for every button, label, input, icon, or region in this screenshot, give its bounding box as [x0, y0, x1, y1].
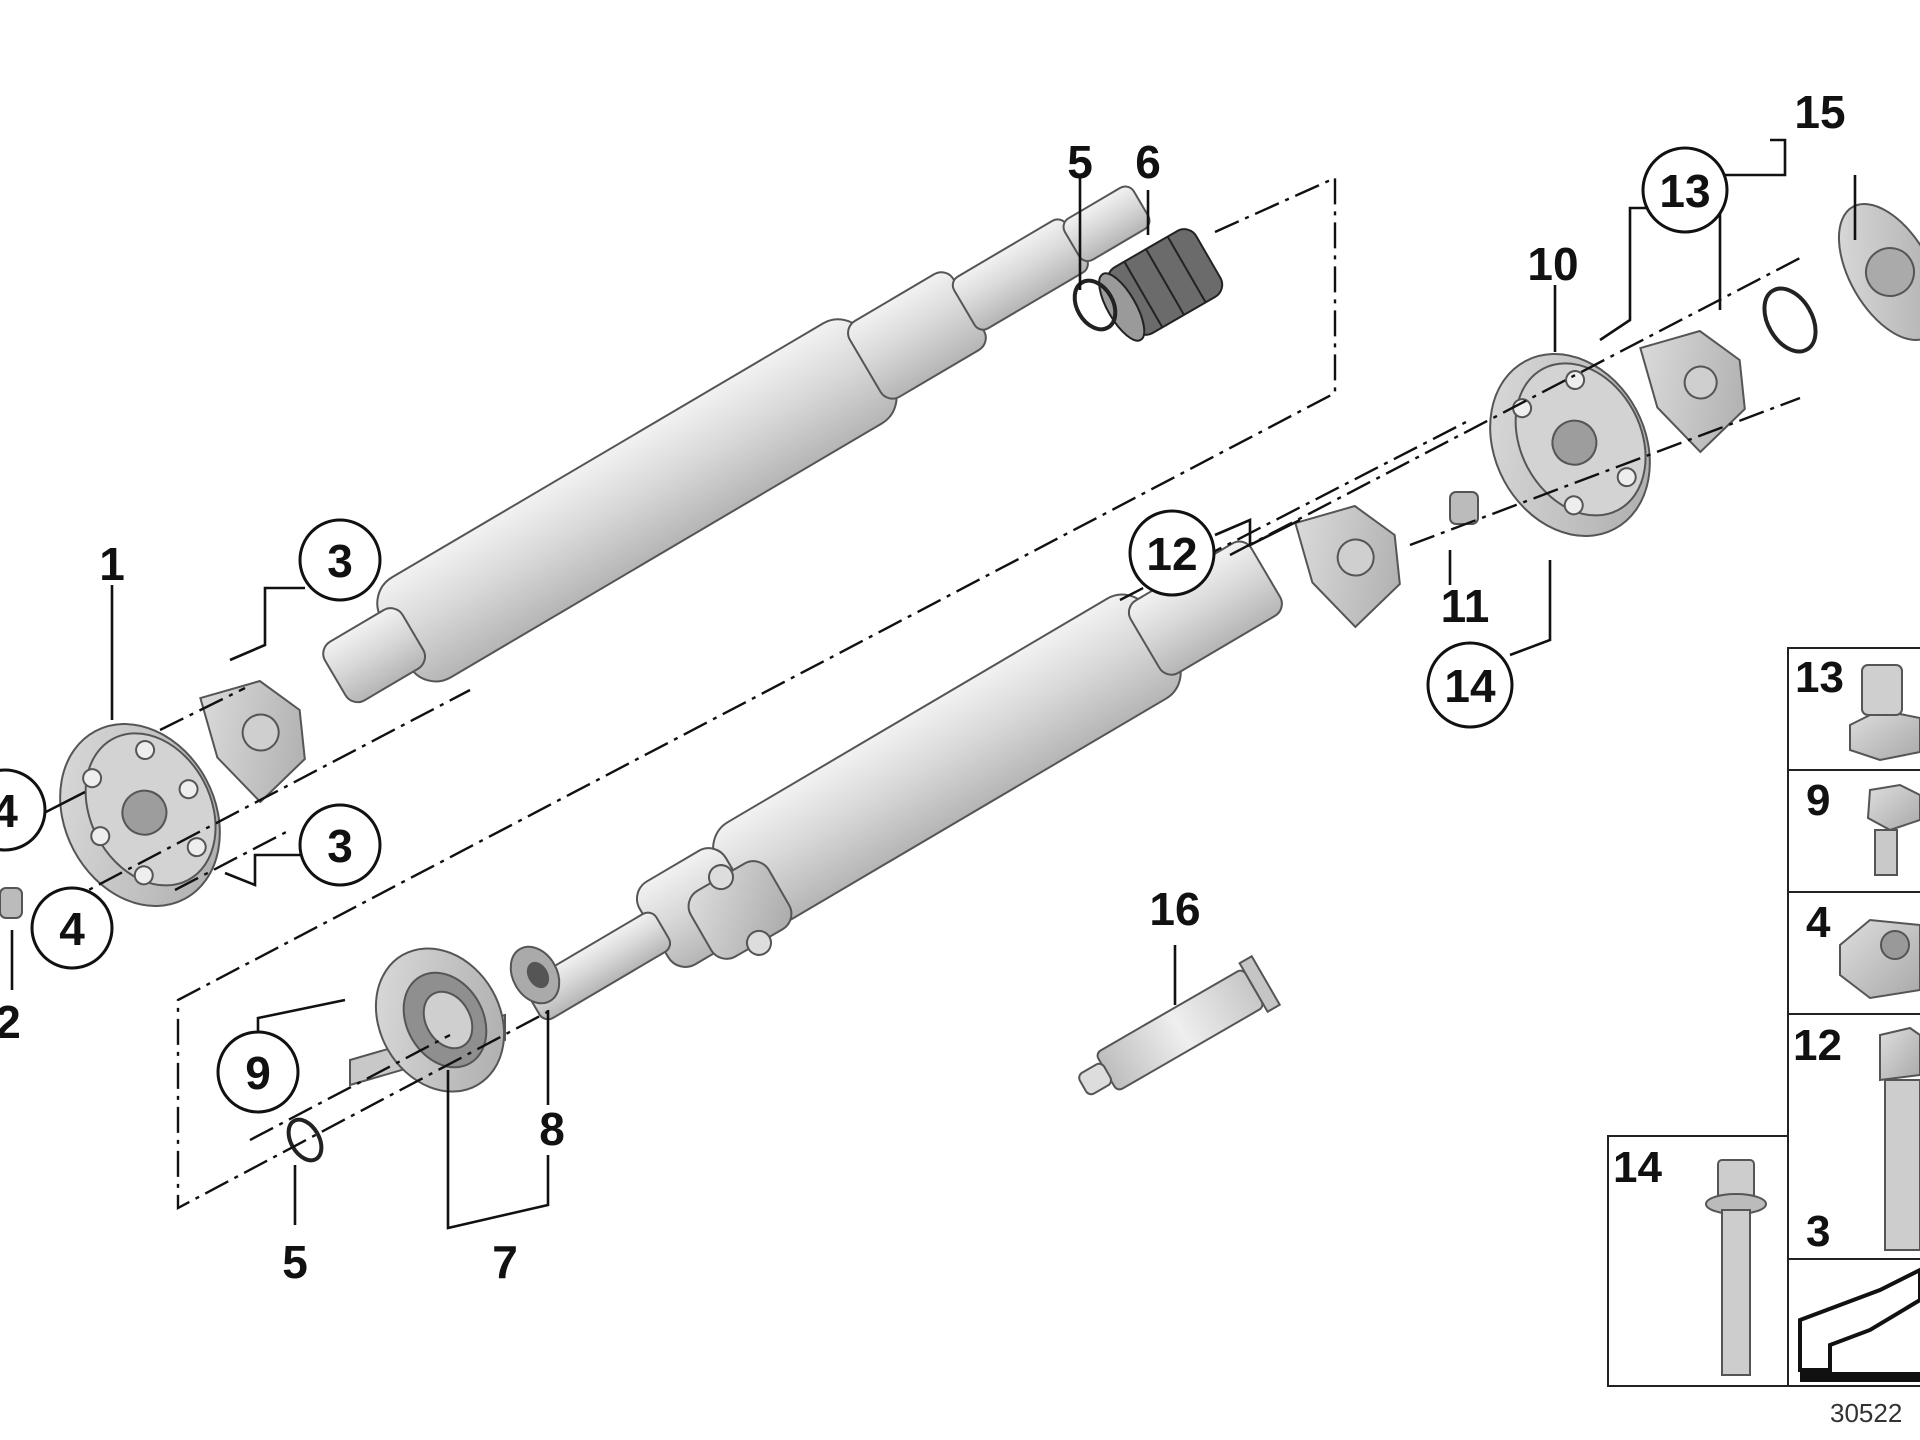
legend-13: 13	[1795, 653, 1844, 702]
callout-8: 8	[539, 1103, 565, 1155]
legend-3: 3	[1806, 1207, 1830, 1256]
torx-bolt-14	[1705, 1159, 1767, 1376]
fastener-legend: 13 9 4 12 14 3	[1607, 647, 1920, 1387]
legend-9: 9	[1806, 776, 1830, 825]
callout-9: 9	[245, 1047, 271, 1099]
callout-15: 15	[1794, 86, 1845, 138]
flex-disc-rear	[1489, 353, 1651, 537]
callout-1: 1	[99, 538, 125, 590]
output-flange	[1639, 329, 1746, 454]
callout-labels: 1 2 3 3 4 4 5 6 5 7 8 9 10 11 12 13 14 1…	[0, 86, 1846, 1288]
callout-5-upper: 5	[1067, 136, 1093, 188]
flange-nut-13	[1849, 664, 1920, 762]
callout-12: 12	[1146, 528, 1197, 580]
centering-bushing-front	[0, 887, 23, 919]
center-bearing	[349, 947, 506, 1093]
callout-16: 16	[1149, 883, 1200, 935]
callout-7: 7	[492, 1236, 518, 1288]
centering-bushing-rear	[1449, 491, 1479, 525]
hex-bolt-9	[1866, 783, 1920, 876]
callout-10: 10	[1527, 238, 1578, 290]
callout-13: 13	[1659, 165, 1710, 217]
rear-propeller-shaft	[524, 504, 1401, 1021]
differential-flange	[1837, 203, 1920, 341]
callout-11: 11	[1441, 580, 1490, 632]
callout-4-lower: 4	[59, 903, 85, 955]
callout-3-lower: 3	[327, 820, 353, 872]
callout-4-upper: 4	[0, 785, 18, 837]
front-propeller-shaft	[199, 185, 1151, 804]
callout-5-lower: 5	[282, 1236, 308, 1288]
grease-tube	[1078, 954, 1282, 1096]
reference-arrow-icon	[1798, 1267, 1920, 1382]
callout-3-upper: 3	[327, 535, 353, 587]
legend-14: 14	[1613, 1143, 1662, 1192]
callout-14: 14	[1444, 660, 1496, 712]
protective-sleeve	[1098, 228, 1224, 342]
diagram-reference-number: 30522	[1830, 1398, 1902, 1428]
assembly-lines	[59, 176, 1801, 1210]
callout-2: 2	[0, 996, 21, 1048]
o-ring-upper	[1072, 278, 1118, 332]
legend-12: 12	[1793, 1021, 1842, 1070]
lock-nut-4	[1839, 918, 1920, 1000]
hex-bolt-12	[1879, 1026, 1920, 1251]
flex-disc-front	[59, 723, 221, 907]
legend-4: 4	[1806, 898, 1831, 947]
callout-6: 6	[1135, 136, 1161, 188]
grooved-ball-bearing	[509, 945, 561, 1005]
o-ring-rear	[1762, 286, 1818, 354]
callout-circles	[0, 146, 1729, 1114]
